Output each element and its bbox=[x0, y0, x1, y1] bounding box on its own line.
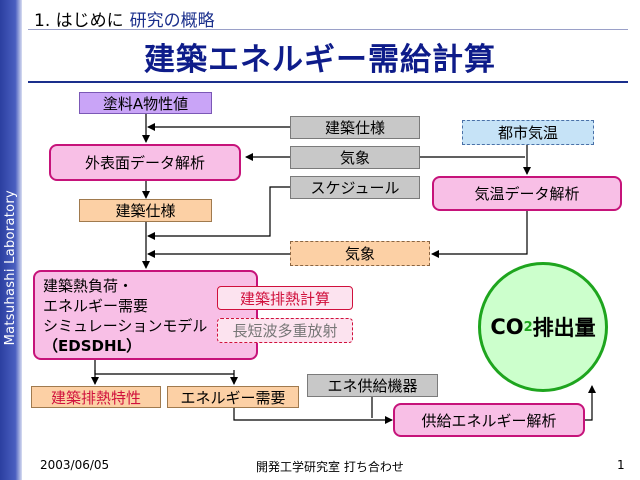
arrow-schedule-to-model bbox=[147, 186, 290, 240]
node-longwave-shortwave-radiation: 長短波多重放射 bbox=[217, 318, 353, 343]
arrow-temp-to-weather bbox=[431, 211, 528, 258]
co2-prefix: CO bbox=[490, 315, 524, 339]
node-weather-input: 気象 bbox=[290, 146, 420, 169]
co2-suffix: 排出量 bbox=[532, 316, 596, 340]
node-paint-properties: 塗料A物性値 bbox=[79, 92, 212, 114]
model-line-2: エネルギー需要 bbox=[43, 297, 149, 315]
footer-meeting-title: 開発工学研究室 打ち合わせ bbox=[256, 460, 404, 474]
node-urban-temperature: 都市気温 bbox=[462, 120, 594, 145]
node-energy-supply-equipment: エネ供給機器 bbox=[307, 374, 438, 397]
node-building-spec: 建築仕様 bbox=[79, 199, 212, 222]
footer-date: 2003/06/05 bbox=[40, 458, 110, 472]
model-name-edsdhl: （EDSDHL） bbox=[43, 337, 142, 355]
node-temperature-analysis: 気温データ解析 bbox=[432, 176, 622, 211]
arrow-demand-to-supply bbox=[233, 408, 393, 424]
title-rule bbox=[28, 81, 628, 83]
node-heat-exhaust-characteristics: 建築排熱特性 bbox=[31, 386, 161, 408]
section-subtitle: 研究の概略 bbox=[129, 11, 215, 31]
header-rule bbox=[28, 29, 628, 30]
node-supply-energy-analysis: 供給エネルギー解析 bbox=[393, 403, 585, 437]
model-line-3: シミュレーションモデル bbox=[43, 317, 208, 335]
model-line-1: 建築熱負荷・ bbox=[43, 277, 134, 295]
arrow-supply-to-co2 bbox=[585, 385, 596, 421]
node-schedule-input: スケジュール bbox=[290, 176, 420, 199]
co2-subscript: 2 bbox=[523, 319, 533, 335]
node-heat-exhaust-calc: 建築排熱計算 bbox=[217, 286, 353, 310]
section-header: 1. はじめに研究の概略 bbox=[34, 6, 215, 31]
sidebar: Matsuhashi Laboratory bbox=[0, 0, 22, 480]
page-title: 建築エネルギー需給計算 bbox=[144, 42, 496, 78]
node-weather: 気象 bbox=[290, 241, 430, 266]
footer-page-number: 1 bbox=[617, 458, 625, 472]
node-exterior-surface-analysis: 外表面データ解析 bbox=[49, 144, 241, 181]
node-building-spec-input: 建築仕様 bbox=[290, 116, 420, 139]
line-model-to-outputs bbox=[94, 360, 234, 375]
section-number-label: 1. はじめに bbox=[34, 11, 124, 31]
node-simulation-model: 建築熱負荷・ エネルギー需要 シミュレーションモデル （EDSDHL） bbox=[33, 270, 258, 360]
node-energy-demand: エネルギー需要 bbox=[167, 386, 299, 408]
